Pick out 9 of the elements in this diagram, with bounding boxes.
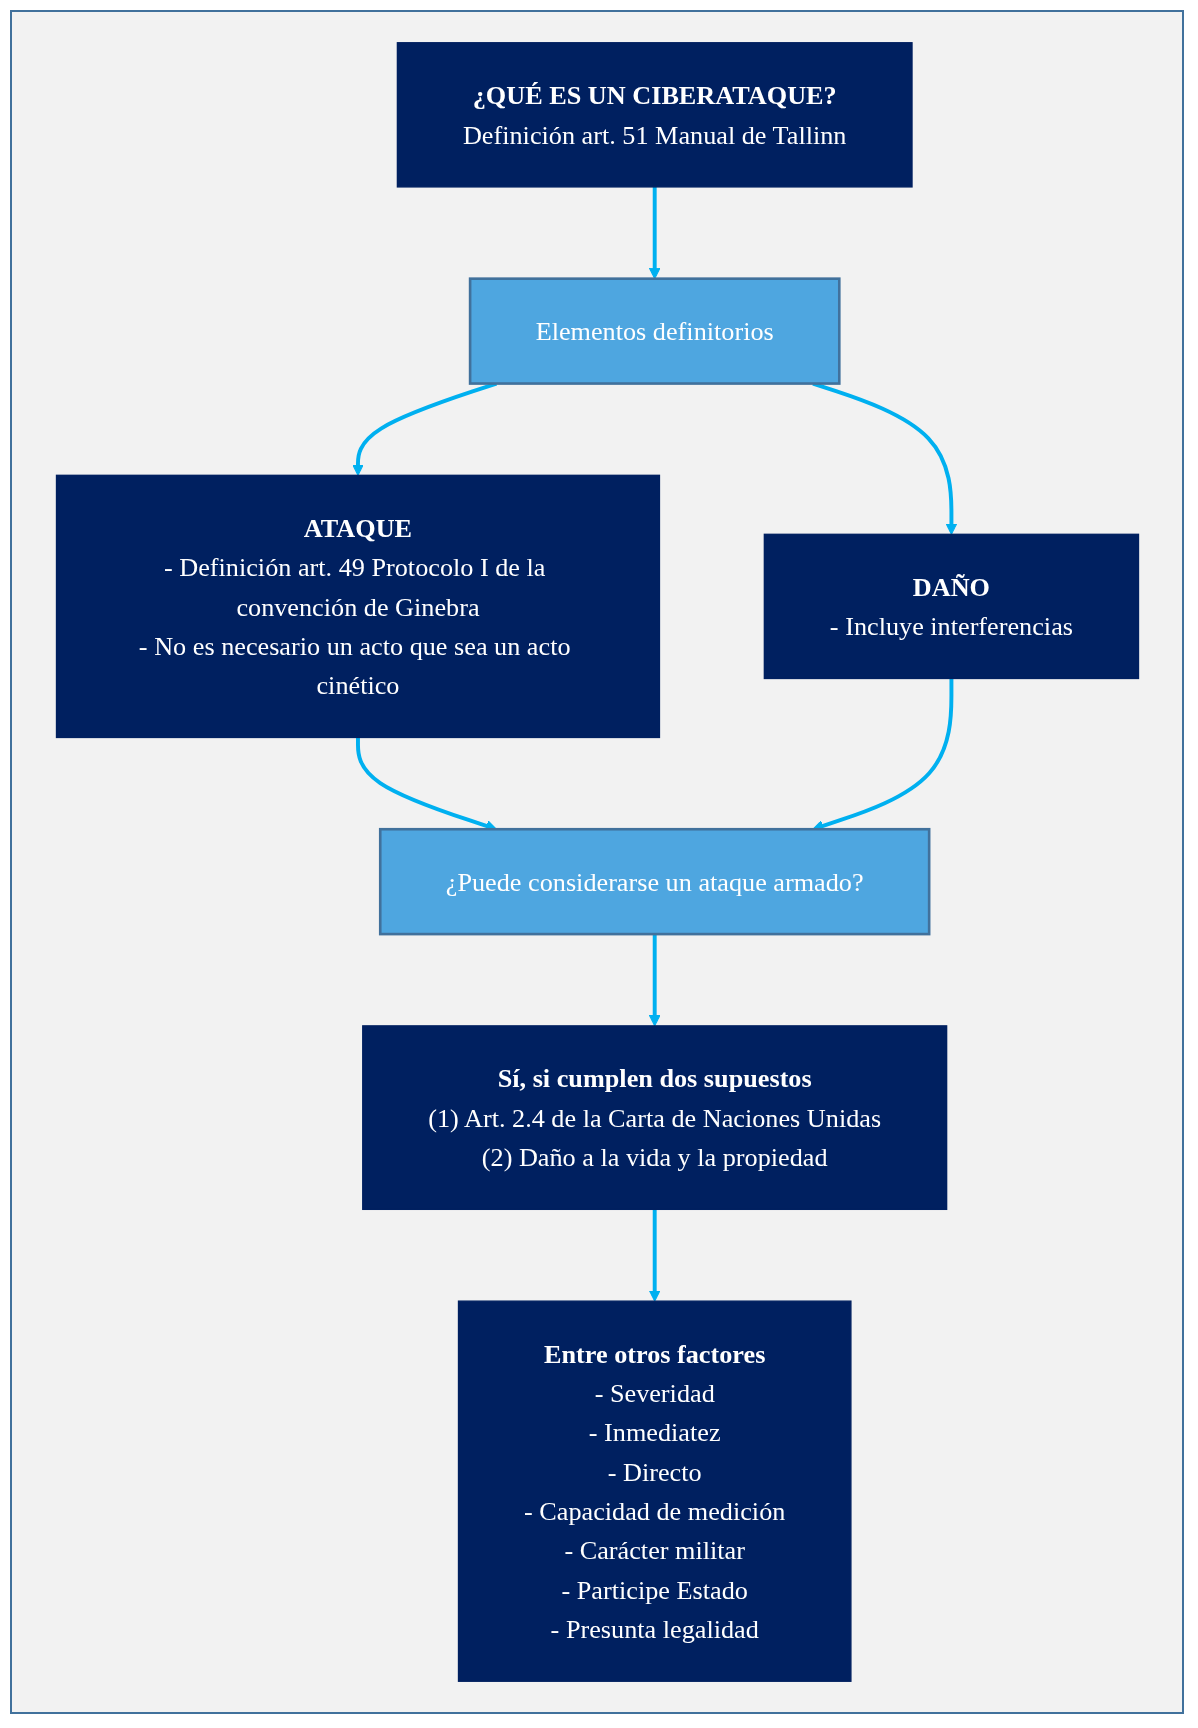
node-box: Sí, si cumplen dos supuestos (1) Art. 2.4 de la Carta de Naciones Unidas (2) Daño a la vida y la propiedad	[361, 1025, 947, 1211]
arrow	[648, 1209, 660, 1302]
node-box: ¿QUÉ ES UN CIBERATAQUE? Definición art. 51 Manual de Tallinn	[396, 42, 913, 188]
node-box: Entre otros factores - Severidad - Inmediatez - Directo - Capacidad de medición - Carácter militar - Participe Estado - Presunta legalidad	[457, 1300, 852, 1682]
node-box: Elementos definitorios	[468, 277, 841, 385]
node-box: ATAQUE - Definición art. 49 Protocolo I de la convención de Ginebra - No es necesario un acto que sea un acto cinético	[55, 474, 660, 739]
node-box: DAÑO - Incluye interferencias	[763, 533, 1139, 680]
node-box: ¿Puede considerarse un ataque armado?	[378, 827, 930, 936]
arrow	[648, 934, 660, 1027]
